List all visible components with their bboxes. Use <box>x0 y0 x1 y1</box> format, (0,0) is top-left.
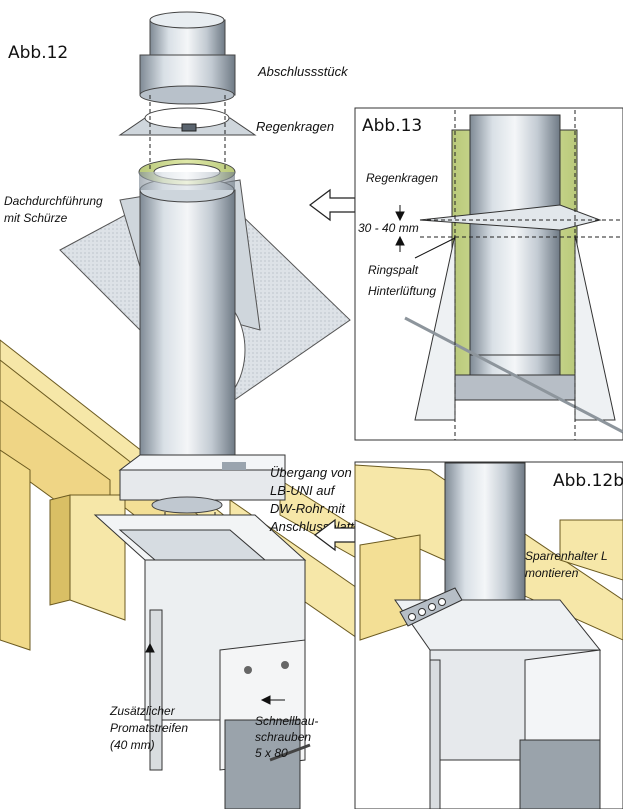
promat-label-3: (40 mm) <box>110 738 155 752</box>
fig13-dash-lines <box>420 110 623 440</box>
transition-label-3: DW-Rohr mit <box>270 501 346 516</box>
promat-label-2: Promatstreifen <box>110 721 188 735</box>
gap-dimension-arrows <box>395 205 456 259</box>
rafter-label-1: Sparrenhalter L <box>525 549 608 563</box>
fig12b-title: Abb.12b <box>553 471 623 491</box>
arrow-to-fig13 <box>309 188 356 222</box>
rear-ventilation-label: Hinterlüftung <box>368 284 436 298</box>
promat-label-1: Zusätzlicher <box>109 704 176 718</box>
transition-label-2: LB-UNI auf <box>270 483 336 498</box>
main-pipe <box>138 158 236 481</box>
fig12-arrows <box>145 642 311 762</box>
rafter-holder <box>399 587 463 627</box>
fig13-pipe <box>404 114 623 434</box>
shaft-box <box>93 514 307 809</box>
roof-duct-label-2: mit Schürze <box>4 211 68 225</box>
transition-label-1: Übergang von <box>270 465 352 480</box>
fig13-panel: Abb.13 Regenkragen 30 - 40 mm Ringspalt … <box>354 107 623 441</box>
screws-label-3: 5 x 80 <box>255 746 288 760</box>
fig13-title: Abb.13 <box>362 116 422 136</box>
gap-dimension-label: 30 - 40 mm <box>358 221 419 235</box>
fig12-title: Abb.12 <box>8 43 68 63</box>
ring-gap-label: Ringspalt <box>368 263 419 277</box>
end-piece-label: Abschlussstück <box>257 64 349 79</box>
fig12b-panel: Abb.12b Sparrenhalter L montieren <box>354 461 623 809</box>
roof-duct-label-1: Dachdurchführung <box>4 194 103 208</box>
end-piece <box>139 11 236 105</box>
fig12-group: Abb.12 Abschlussstück Regenkragen Dachdu… <box>0 11 361 809</box>
rafter-label-2: montieren <box>525 566 579 580</box>
rain-collar <box>118 107 257 136</box>
screws-label-2: schrauben <box>255 730 311 744</box>
rain-collar-label: Regenkragen <box>256 119 334 134</box>
screws-label-1: Schnellbau- <box>255 714 318 728</box>
detail-rain-collar-label: Regenkragen <box>366 171 438 185</box>
connection-plate <box>118 454 286 514</box>
fig12b-shaft <box>394 599 602 809</box>
